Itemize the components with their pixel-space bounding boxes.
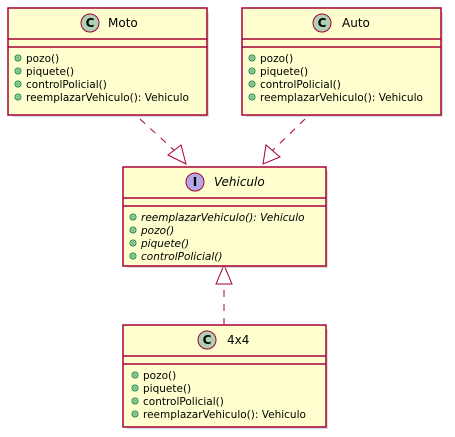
- realization-arrowhead: [167, 144, 187, 165]
- member: controlPolicial(): [26, 79, 107, 91]
- realization-arrowhead: [262, 144, 281, 165]
- member: reemplazarVehiculo(): Vehiculo: [260, 92, 423, 104]
- member-list: pozo() piquete() controlPolicial() reemp…: [131, 370, 306, 421]
- svg-text:C: C: [318, 16, 327, 30]
- class-badge-icon: [312, 13, 332, 33]
- interface-name: Vehiculo: [214, 175, 265, 189]
- member-list: reemplazarVehiculo(): Vehiculo pozo() pi…: [129, 212, 305, 263]
- member: pozo(): [26, 53, 59, 65]
- svg-text:I: I: [193, 175, 197, 189]
- member: pozo(): [260, 53, 293, 65]
- member: reemplazarVehiculo(): Vehiculo: [143, 409, 306, 421]
- member-list: pozo() piquete() controlPolicial() reemp…: [248, 53, 423, 104]
- class-badge-icon: [80, 13, 100, 33]
- class-name: Moto: [108, 16, 138, 30]
- class-name: 4x4: [227, 333, 249, 347]
- member: pozo(): [143, 370, 176, 382]
- member: controlPolicial(): [141, 251, 222, 263]
- member: reemplazarVehiculo(): Vehiculo: [141, 212, 305, 224]
- interface-vehiculo[interactable]: I Vehiculo reemplazarVehiculo(): Vehicul…: [122, 166, 328, 268]
- member: piquete(): [143, 383, 191, 395]
- member: reemplazarVehiculo(): Vehiculo: [26, 92, 189, 104]
- member: controlPolicial(): [143, 396, 224, 408]
- class-4x4[interactable]: C 4x4 pozo() piquete() controlPolicial()…: [122, 324, 328, 429]
- member: piquete(): [140, 238, 189, 250]
- class-name: Auto: [342, 16, 370, 30]
- relation-4x4-vehiculo: [215, 263, 233, 325]
- member-list: pozo() piquete() controlPolicial() reemp…: [14, 53, 189, 104]
- member: piquete(): [260, 66, 308, 78]
- member: piquete(): [26, 66, 74, 78]
- member: pozo(): [140, 225, 174, 237]
- relation-auto-vehiculo: [262, 118, 306, 165]
- interface-badge-icon: [185, 172, 205, 192]
- relation-moto-vehiculo: [139, 118, 187, 165]
- class-badge-icon: [197, 330, 217, 350]
- member: controlPolicial(): [260, 79, 341, 91]
- svg-text:C: C: [203, 333, 212, 347]
- class-moto[interactable]: C Moto pozo() piquete() controlPolicial(…: [7, 7, 209, 117]
- class-auto[interactable]: C Auto pozo() piquete() controlPolicial(…: [241, 7, 443, 117]
- realization-arrowhead: [215, 263, 233, 285]
- svg-text:C: C: [86, 16, 95, 30]
